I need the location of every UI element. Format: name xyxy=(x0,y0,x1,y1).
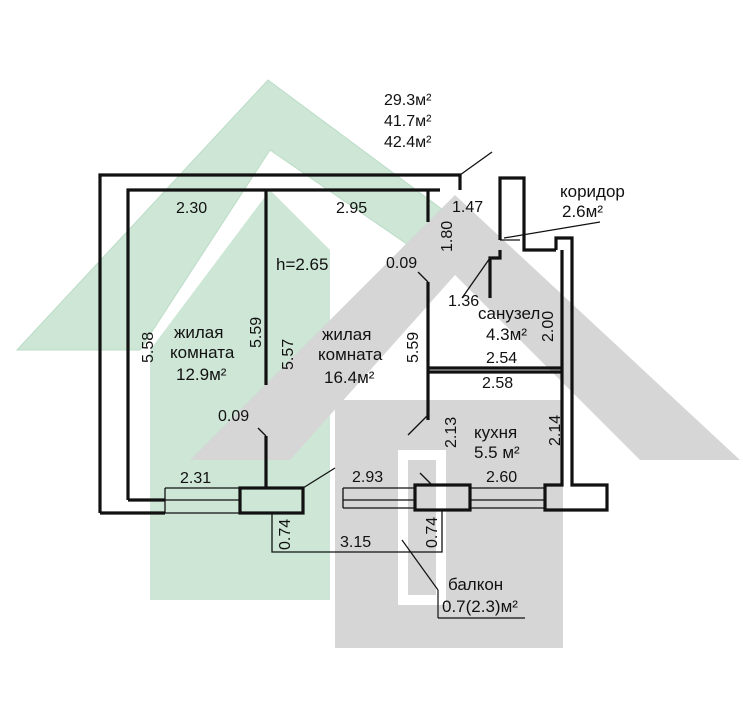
room-kitchen-name: кухня xyxy=(474,423,517,442)
room-living-large-line2: комната xyxy=(318,345,383,364)
total-area-general: 41.7м² xyxy=(384,113,432,130)
walls xyxy=(98,151,609,553)
room-balcony-area: 0.7(2.3)м² xyxy=(442,597,518,616)
total-area-living: 29.3м² xyxy=(384,92,432,109)
corridor-wall xyxy=(498,176,556,252)
dim-corridor-width: 1.36 xyxy=(448,293,479,310)
ceiling-height: h=2.65 xyxy=(276,255,328,274)
door-swing-entrance xyxy=(459,151,493,176)
house-watermark-logo xyxy=(15,79,740,648)
balcony-outline xyxy=(271,510,443,553)
room-balcony-name: балкон xyxy=(448,575,503,594)
dim-living-small-right: 5.59 xyxy=(248,317,265,348)
door-swing-kitchen xyxy=(407,414,429,436)
dim-kitchen-top: 2.58 xyxy=(482,375,513,392)
room-bathroom-area: 4.3м² xyxy=(486,325,527,344)
room-living-small-line1: жилая xyxy=(174,323,223,342)
room-living-large-line1: жилая xyxy=(322,325,371,344)
dim-partition-bottom-gap: 0.09 xyxy=(218,408,249,425)
dim-bottom-left: 2.31 xyxy=(180,470,211,487)
bathroom-wall xyxy=(488,250,502,298)
dim-partition-top-gap: 0.09 xyxy=(386,255,417,272)
logo-green-body xyxy=(150,190,330,600)
dim-kitchen-door: 2.13 xyxy=(443,417,460,448)
dim-left-wall: 5.58 xyxy=(140,332,157,363)
room-bathroom-name: санузел xyxy=(478,304,540,323)
dim-living-large-right: 5.59 xyxy=(405,332,422,363)
dim-living-large-left: 5.57 xyxy=(280,339,297,370)
outer-wall-inner-line xyxy=(126,188,440,500)
dim-balcony-right: 0.74 xyxy=(424,517,441,548)
logo-gray-roof xyxy=(190,195,740,460)
room-kitchen-area: 5.5 м² xyxy=(474,443,520,462)
dim-top-right: 1.47 xyxy=(452,199,483,216)
room-corridor-area: 2.6м² xyxy=(562,202,603,221)
logo-gray-body xyxy=(335,400,563,648)
room-living-small-area: 12.9м² xyxy=(176,365,227,384)
door-swing-bathroom xyxy=(461,257,491,299)
dim-bottom-mid: 2.93 xyxy=(352,469,383,486)
outer-right-wall xyxy=(543,236,609,512)
room-living-large-area: 16.4м² xyxy=(324,368,375,387)
dim-bathroom-bottom: 2.54 xyxy=(486,350,517,367)
dim-kitchen-right: 2.14 xyxy=(547,415,564,446)
dim-top-mid: 2.95 xyxy=(336,200,367,217)
dim-bottom-right: 2.60 xyxy=(486,469,517,486)
dim-top-left: 2.30 xyxy=(176,200,207,217)
room-living-small-line2: комната xyxy=(170,343,235,362)
dim-corridor-vertical: 1.80 xyxy=(439,221,456,252)
dim-balcony-left: 0.74 xyxy=(277,519,294,550)
corridor-leader xyxy=(503,221,601,239)
door-swing-living xyxy=(302,467,336,489)
room-corridor-name: коридор xyxy=(560,182,625,201)
dim-bathroom-height: 2.00 xyxy=(540,311,557,342)
total-area-with-balcony: 42.4м² xyxy=(384,134,432,151)
logo-white-window-inner xyxy=(408,460,436,595)
dim-balcony-length: 3.15 xyxy=(340,534,371,551)
leader-lines xyxy=(401,221,601,619)
outer-wall-outer-line xyxy=(98,173,462,513)
